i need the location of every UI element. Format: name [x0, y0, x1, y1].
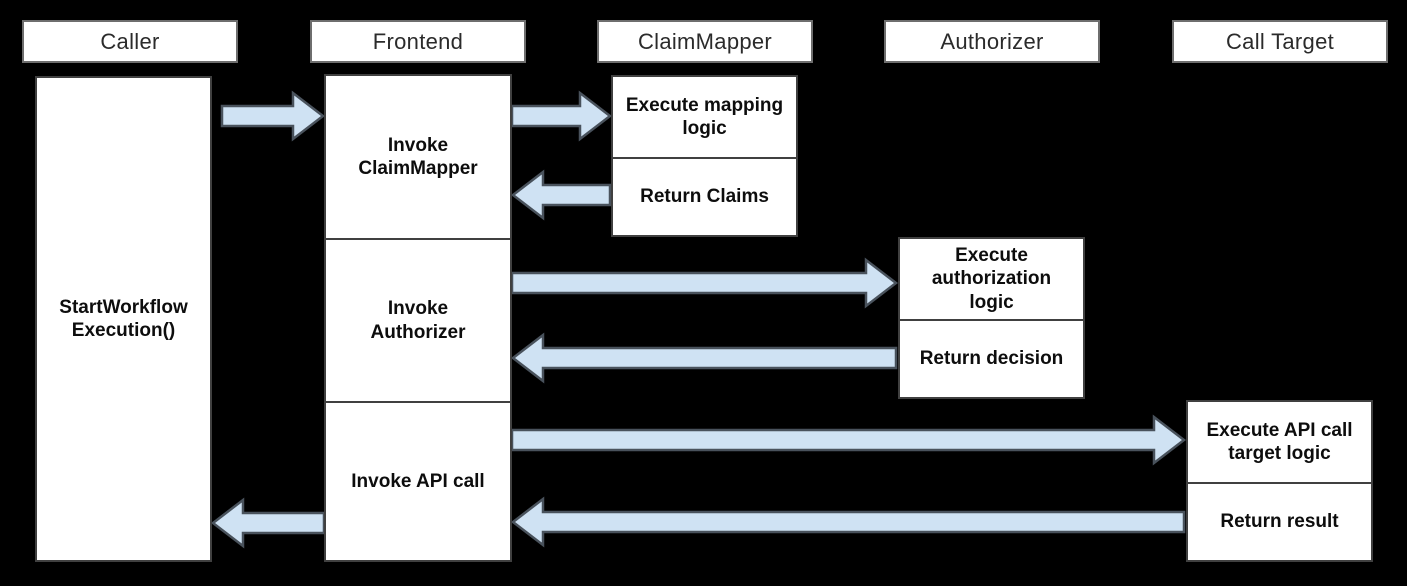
authorizer-execute: Execute authorization logic: [931, 245, 1052, 313]
calltarget-return: Return result: [1188, 482, 1371, 560]
caller-label: StartWorkflow Execution(): [59, 296, 188, 341]
lane-header-frontend: Frontend: [310, 20, 526, 63]
arrow-frontend-to-claimmapper: [510, 90, 613, 142]
arrow-authorizer-to-frontend: [510, 332, 898, 384]
arrow-frontend-to-caller: [210, 497, 326, 549]
lane-header-claimmapper: ClaimMapper: [597, 20, 813, 63]
arrow-calltarget-to-frontend: [510, 496, 1186, 548]
frontend-step-invoke-api-call: Invoke API call: [326, 401, 510, 560]
arrow-claimmapper-to-frontend: [510, 169, 612, 221]
frontend-box: Invoke ClaimMapper Invoke Authorizer Inv…: [324, 74, 512, 562]
authorizer-return: Return decision: [900, 319, 1083, 397]
calltarget-box: Execute API call target logic Return res…: [1186, 400, 1373, 562]
frontend-step-invoke-claimmapper: Invoke ClaimMapper: [358, 134, 478, 179]
frontend-step-invoke-authorizer: Invoke Authorizer: [326, 238, 510, 401]
claimmapper-execute: Execute mapping logic: [625, 94, 784, 139]
arrow-frontend-to-calltarget: [510, 414, 1187, 466]
lane-header-caller: Caller: [22, 20, 238, 63]
lane-header-authorizer: Authorizer: [884, 20, 1100, 63]
arrow-caller-to-frontend: [220, 90, 326, 142]
calltarget-execute: Execute API call target logic: [1206, 419, 1353, 464]
claimmapper-return: Return Claims: [613, 157, 796, 235]
arrow-frontend-to-authorizer: [510, 257, 899, 309]
lane-header-calltarget: Call Target: [1172, 20, 1388, 63]
claimmapper-box: Execute mapping logic Return Claims: [611, 75, 798, 237]
caller-box: StartWorkflow Execution(): [35, 76, 212, 562]
authorizer-box: Execute authorization logic Return decis…: [898, 237, 1085, 399]
